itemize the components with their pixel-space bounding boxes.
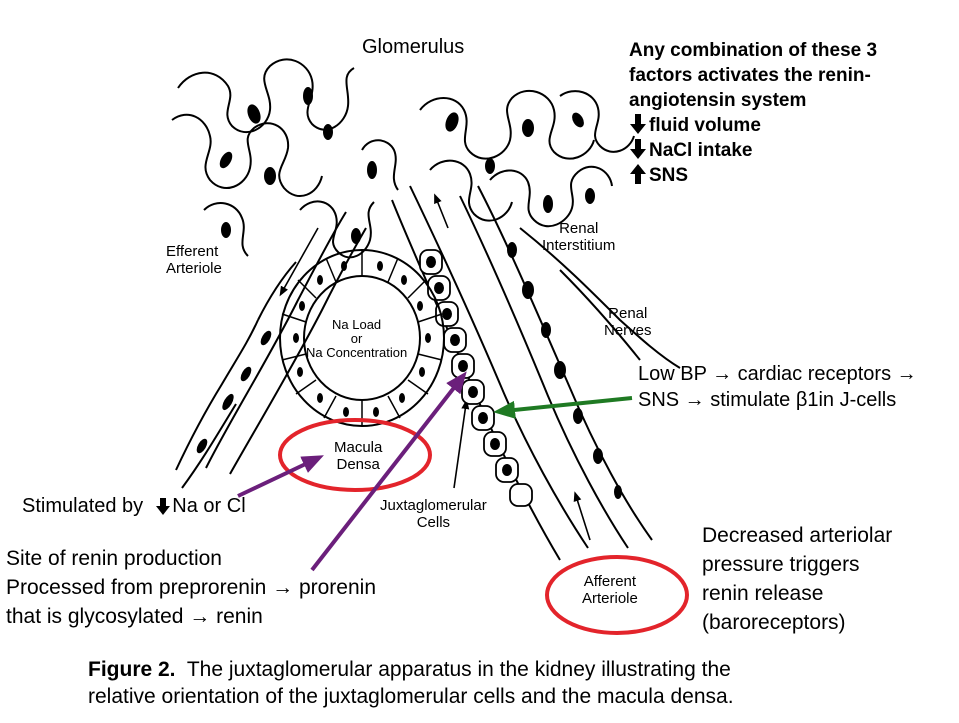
caption-line1: The juxtaglomerular apparatus in the kid… (186, 658, 731, 681)
efferent-nuclei (196, 330, 272, 454)
macula-densa-highlight (278, 418, 432, 492)
jg-cells-label: Juxtaglomerular Cells (380, 497, 487, 532)
factors-line3: angiotensin system (629, 90, 807, 111)
factor-sns: SNS (649, 165, 689, 186)
na-load-line2: or (350, 331, 363, 346)
caption-label: Figure 2. (88, 658, 176, 681)
low-bp-annotation: Low BP → cardiac receptors → SNS → stimu… (638, 361, 917, 413)
up-arrow-icon (630, 164, 646, 184)
na-load-label: Na Load or Na Concentration (306, 318, 407, 360)
low-bp-line1: Low BP → cardiac receptors → (638, 363, 917, 385)
renin-site-arrow (310, 371, 467, 572)
renal-interstitium-line1: Renal (559, 220, 599, 237)
renal-interstitium-label: Renal Interstitium (542, 220, 616, 255)
tubule-nuclei (293, 261, 431, 417)
afferent-flow-arrow-lower (573, 491, 591, 541)
factors-line2: factors activates the renin- (629, 65, 871, 86)
efferent-flow-arrow (279, 227, 319, 297)
factors-text: Any combination of these 3 factors activ… (629, 38, 877, 188)
afferent-line1: Afferent (583, 573, 637, 590)
caption-line2: relative orientation of the juxtaglomeru… (88, 685, 734, 708)
na-load-line1: Na Load (332, 317, 382, 332)
glomerulus-capillaries (171, 58, 635, 259)
down-arrow-icon (630, 114, 646, 134)
jg-line1: Juxtaglomerular (380, 497, 487, 514)
stimulated-prefix: Stimulated by (22, 495, 144, 517)
renal-interstitium-line2: Interstitium (542, 236, 616, 254)
glomerulus-nuclei (219, 87, 595, 244)
renal-nerves-line2: Nerves (604, 321, 652, 339)
decreased-line1: Decreased arteriolar (702, 524, 893, 547)
na-load-line3: Na Concentration (306, 345, 408, 360)
afferent-nuclei (507, 242, 622, 499)
factors-line1: Any combination of these 3 (629, 40, 878, 61)
efferent-label-line1: Efferent (166, 243, 219, 260)
decreased-line4: (baroreceptors) (702, 611, 846, 634)
factor-fluid-volume: fluid volume (649, 115, 761, 136)
efferent-label-line2: Arteriole (166, 259, 222, 277)
jg-cell-nuclei (426, 256, 512, 476)
macula-line1: Macula (334, 439, 383, 456)
stimulated-suffix: Na or Cl (172, 495, 246, 517)
site-line2: Processed from preprorenin → prorenin (6, 576, 377, 599)
efferent-arteriole-label: Efferent Arteriole (166, 243, 222, 278)
stimulated-arrow (237, 455, 324, 498)
factor-nacl-intake: NaCl intake (649, 140, 753, 161)
baroreceptor-annotation: Decreased arteriolar pressure triggers r… (702, 521, 892, 637)
afferent-flow-arrow-upper (434, 193, 449, 229)
jg-cells-pointer (453, 399, 470, 489)
jg-line2: Cells (416, 513, 451, 531)
site-line1: Site of renin production (6, 547, 222, 570)
low-bp-line2: SNS → stimulate β1in J-cells (638, 389, 897, 411)
sns-arrow (493, 396, 633, 419)
macula-densa-label: Macula Densa (334, 439, 383, 474)
renal-nerves-label: Renal Nerves (604, 305, 652, 340)
macula-line2: Densa (336, 455, 380, 473)
figure-caption: Figure 2. The juxtaglomerular apparatus … (88, 656, 734, 710)
afferent-arteriole-highlight (545, 555, 689, 635)
site-line3: that is glycosylated → renin (6, 605, 263, 628)
renal-nerves-line1: Renal (608, 305, 648, 322)
decreased-line2: pressure triggers (702, 553, 860, 576)
afferent-line2: Arteriole (582, 589, 638, 607)
afferent-arteriole-label: Afferent Arteriole (582, 573, 638, 608)
renin-site-annotation: Site of renin production Processed from … (6, 544, 376, 631)
decreased-line3: renin release (702, 582, 824, 605)
glomerulus-label: Glomerulus (362, 36, 465, 58)
stimulated-annotation: Stimulated by Na or Cl (22, 495, 246, 517)
efferent-arteriole (175, 211, 367, 489)
down-arrow-icon (156, 498, 170, 515)
down-arrow-icon (630, 139, 646, 159)
tubule-cells (281, 250, 443, 426)
